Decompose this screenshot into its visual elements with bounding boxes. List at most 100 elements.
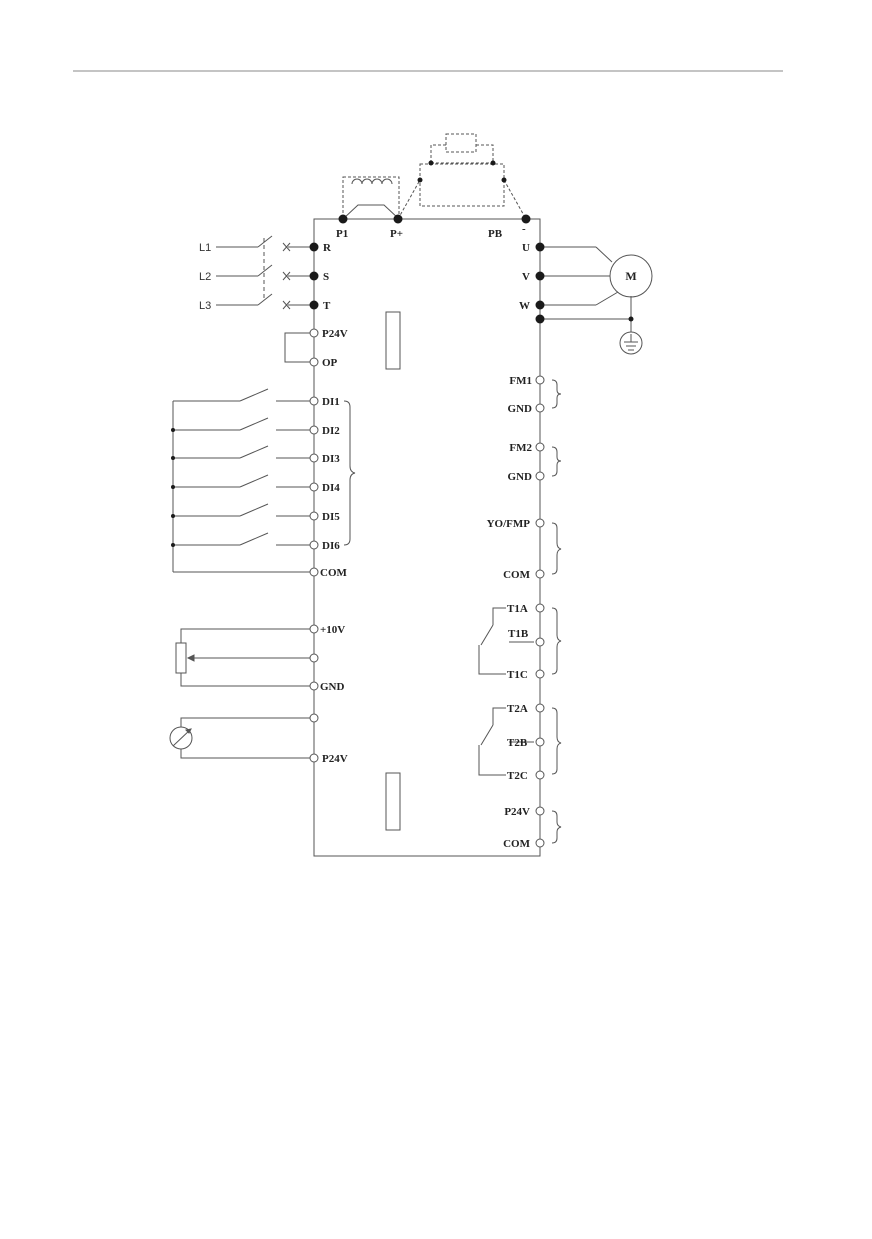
potentiometer-icon <box>175 628 314 687</box>
label-com-left: COM <box>320 567 348 579</box>
terminal-ai2 <box>309 713 319 723</box>
label-op: OP <box>322 357 338 369</box>
label-di4: DI4 <box>322 482 340 494</box>
p24v-op-jumper <box>284 332 314 363</box>
terminal-minus <box>521 214 531 224</box>
label-t: T <box>323 300 331 312</box>
label-t1a: T1A <box>507 603 528 615</box>
motor-icon <box>609 254 653 298</box>
terminal-p-plus <box>393 214 403 224</box>
terminal-di4 <box>309 482 319 492</box>
terminal-pe <box>535 314 545 324</box>
terminal-gnd2 <box>535 471 545 481</box>
terminal-op <box>309 357 319 367</box>
label-s: S <box>323 271 329 283</box>
label-pb: PB <box>488 228 503 240</box>
label-l1: L1 <box>199 242 211 254</box>
terminal-w <box>535 300 545 310</box>
terminal-gnd1 <box>535 403 545 413</box>
resistor-icon <box>445 133 477 153</box>
label-t2b: T2B <box>507 737 528 749</box>
fm2-brace <box>551 446 562 477</box>
label-r: R <box>323 242 332 254</box>
label-plus10v: +10V <box>320 624 345 636</box>
terminal-gnd-left <box>309 681 319 691</box>
terminal-plus10v <box>309 624 319 634</box>
terminal-t1b <box>535 637 545 647</box>
label-p-plus: P+ <box>390 228 403 240</box>
inverter-body <box>313 218 541 857</box>
terminal-t2a <box>535 703 545 713</box>
terminal-p24v-bottom <box>309 753 319 763</box>
dc-reactor <box>342 176 400 220</box>
terminal-com1 <box>535 569 545 579</box>
ground-icon <box>619 331 643 355</box>
braking-unit <box>397 133 527 220</box>
relay1-contact <box>478 607 534 675</box>
terminal-t1c <box>535 669 545 679</box>
inductor-icon <box>351 178 393 185</box>
label-di3: DI3 <box>322 453 340 465</box>
label-gnd-left: GND <box>320 681 345 693</box>
relay2-brace <box>551 707 562 775</box>
label-v: V <box>522 271 530 283</box>
terminal-p1 <box>338 214 348 224</box>
label-di2: DI2 <box>322 425 340 437</box>
terminal-t2c <box>535 770 545 780</box>
terminal-p24v-top <box>309 328 319 338</box>
terminal-t <box>309 300 319 310</box>
label-com1: COM <box>503 569 531 581</box>
label-fm1: FM1 <box>509 375 532 387</box>
terminal-ai1 <box>309 653 319 663</box>
control-board-bottom <box>385 772 401 831</box>
label-l2: L2 <box>199 271 211 283</box>
terminal-u <box>535 242 545 252</box>
terminal-t1a <box>535 603 545 613</box>
label-di1: DI1 <box>322 396 340 408</box>
label-t1b: T1B <box>508 628 529 640</box>
motor-wiring <box>540 246 653 355</box>
terminal-fm2 <box>535 442 545 452</box>
relay2-contact <box>478 707 534 776</box>
label-p24v-top: P24V <box>322 328 348 340</box>
terminal-di5 <box>309 511 319 521</box>
terminal-di6 <box>309 540 319 550</box>
terminal-di1 <box>309 396 319 406</box>
label-p1: P1 <box>336 228 348 240</box>
label-t1c: T1C <box>507 669 528 681</box>
label-fm2: FM2 <box>509 442 532 454</box>
di-switches <box>172 388 314 573</box>
label-p24v-right: P24V <box>504 806 530 818</box>
label-t2a: T2A <box>507 703 528 715</box>
label-w: W <box>519 300 530 312</box>
terminal-di3 <box>309 453 319 463</box>
relay1-brace <box>551 607 562 675</box>
terminal-fm1 <box>535 375 545 385</box>
label-u: U <box>522 242 530 254</box>
terminal-v <box>535 271 545 281</box>
label-l3: L3 <box>199 300 211 312</box>
terminal-t2b <box>535 737 545 747</box>
label-di6: DI6 <box>322 540 340 552</box>
terminal-s <box>309 271 319 281</box>
motor-label: M <box>625 269 636 283</box>
label-p24v-bottom: P24V <box>322 753 348 765</box>
terminal-di2 <box>309 425 319 435</box>
meter-icon <box>169 717 314 759</box>
terminal-com-left <box>309 567 319 577</box>
di-brace <box>343 400 356 546</box>
label-yo-fmp: YO/FMP <box>487 518 531 530</box>
terminal-com2 <box>535 838 545 848</box>
terminal-p24v-right <box>535 806 545 816</box>
label-di5: DI5 <box>322 511 340 523</box>
control-board-top <box>385 311 401 370</box>
p24v-com-brace <box>551 810 562 844</box>
terminal-yo-fmp <box>535 518 545 528</box>
terminal-r <box>309 242 319 252</box>
supply-lines <box>216 235 314 310</box>
label-com2: COM <box>503 838 531 850</box>
label-gnd1: GND <box>508 403 533 415</box>
fm1-brace <box>551 379 562 409</box>
label-t2c: T2C <box>507 770 528 782</box>
